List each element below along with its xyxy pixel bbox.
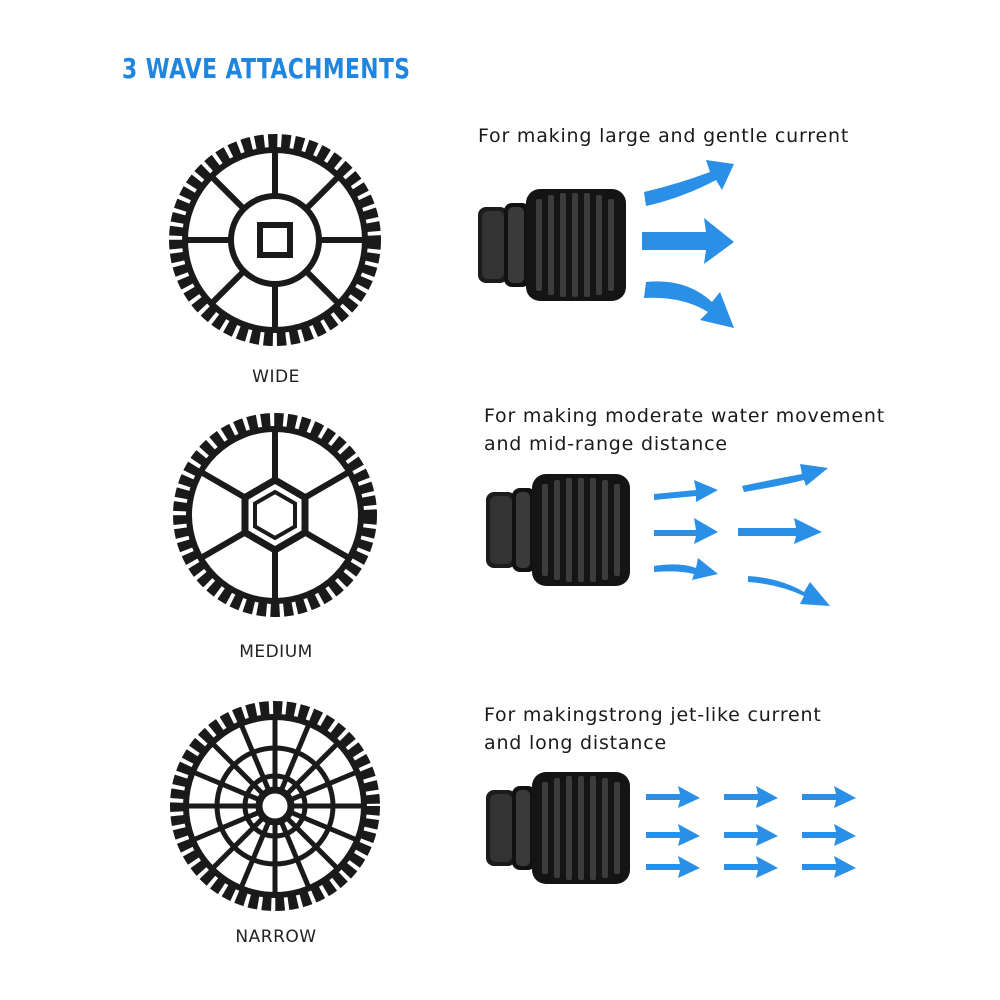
narrow-description: For makingstrong jet-like current and lo…: [484, 701, 822, 757]
narrow-description-line1: For makingstrong jet-like current: [484, 704, 822, 726]
wide-pump-icon: [478, 189, 626, 301]
wide-flow-arrows-icon: [642, 160, 734, 328]
medium-label: MEDIUM: [239, 642, 313, 662]
wide-description: For making large and gentle current: [478, 122, 849, 150]
narrow-description-line2: and long distance: [484, 732, 667, 754]
narrow-flow-arrows-icon: [646, 786, 856, 878]
narrow-wheel-icon: [170, 701, 380, 911]
wide-wheel-icon: [169, 134, 381, 346]
medium-pump-icon: [486, 474, 630, 586]
medium-description-line1: For making moderate water movement: [484, 405, 885, 427]
wide-label: WIDE: [252, 367, 300, 387]
medium-description-line2: and mid-range distance: [484, 433, 728, 455]
medium-description: For making moderate water movement and m…: [484, 402, 885, 458]
medium-wheel-icon: [173, 413, 377, 617]
medium-flow-arrows-icon: [654, 464, 830, 606]
narrow-label: NARROW: [235, 927, 317, 947]
narrow-pump-icon: [486, 772, 630, 884]
page-title: 3 WAVE ATTACHMENTS: [122, 52, 411, 85]
wide-description-line1: For making large and gentle current: [478, 125, 850, 147]
